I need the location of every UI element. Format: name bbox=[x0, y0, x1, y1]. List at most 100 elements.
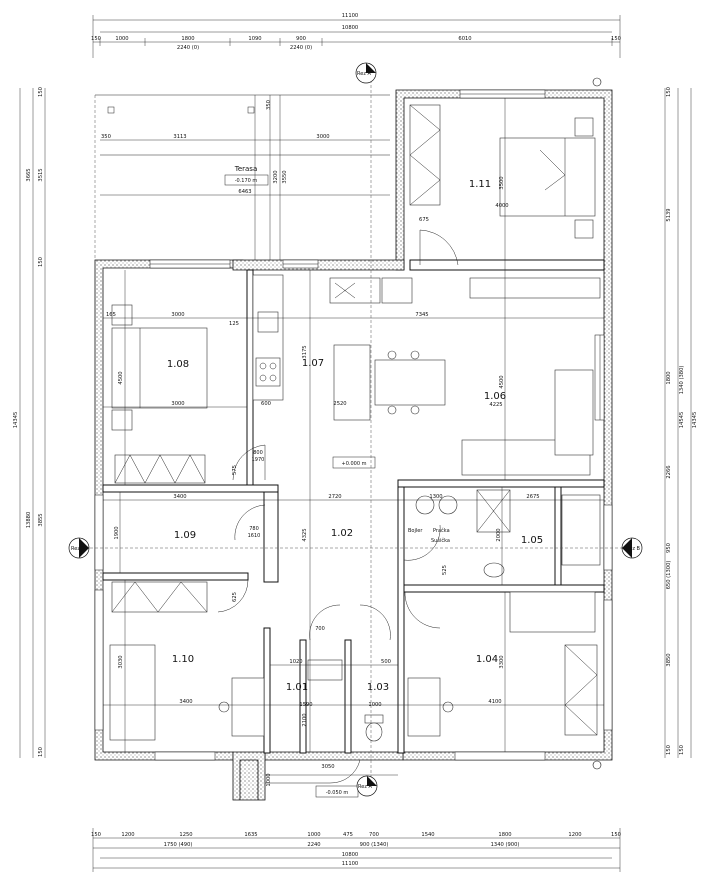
dim-left-total: 14345 bbox=[13, 412, 19, 429]
dim-165: 165 bbox=[106, 312, 116, 318]
windows bbox=[94, 89, 613, 761]
section-b-right-marker: Rez B bbox=[621, 537, 643, 559]
dim-3500: 3500 bbox=[499, 176, 505, 189]
wardrobe-1-11 bbox=[409, 104, 441, 206]
dim-top-inner: 10800 bbox=[342, 25, 359, 31]
desk-1-10 bbox=[231, 677, 265, 737]
dim-top-2240a: 2240 (0) bbox=[177, 45, 199, 51]
terrace: 350 3113 3000 6463 350 3550 3200 Terasa … bbox=[94, 94, 390, 260]
dim-2100: 2100 bbox=[302, 713, 308, 726]
door-mark-800: 800 bbox=[253, 450, 263, 456]
dim-left-3515: 3515 bbox=[38, 168, 44, 181]
dim-bot-1200a: 1200 bbox=[121, 832, 134, 838]
door-marks: 800 1970 780 1610 700 bbox=[248, 450, 325, 632]
dim-bot-1540: 1540 bbox=[421, 832, 434, 838]
dim-4500a: 4500 bbox=[118, 371, 124, 384]
right-dimensions: 14345 14545 150 5139 1800 1340 (380) 226… bbox=[664, 87, 698, 758]
dim-1300: 1300 bbox=[429, 494, 442, 500]
dim-2720: 2720 bbox=[328, 494, 341, 500]
dim-4325: 4325 bbox=[302, 528, 308, 541]
dim-bot-inner: 10800 bbox=[342, 852, 359, 858]
dim-terasa-3550: 3550 bbox=[282, 170, 288, 183]
dim-525: 525 bbox=[442, 565, 448, 575]
dim-left-150b: 150 bbox=[38, 257, 44, 267]
kitchen-counter-top bbox=[329, 277, 381, 304]
room-1-08: 1.08 bbox=[167, 359, 189, 370]
walls bbox=[94, 89, 613, 801]
dim-bot-2240: 2240 bbox=[307, 842, 320, 848]
dim-bot-900: 900 (1340) bbox=[360, 842, 389, 848]
dim-bot-150b: 150 bbox=[611, 832, 621, 838]
dim-1900: 1900 bbox=[114, 526, 120, 539]
boiler-icon bbox=[415, 495, 435, 515]
dim-bot-1750: 1750 (490) bbox=[164, 842, 193, 848]
washbasin-icon bbox=[483, 562, 505, 578]
wall-1-01-hall bbox=[299, 639, 307, 754]
bathtub-icon bbox=[561, 494, 601, 566]
kitchen-island bbox=[333, 344, 371, 421]
dim-625: 625 bbox=[232, 592, 238, 602]
cooktop-icon bbox=[255, 357, 281, 387]
wall-north-mid bbox=[232, 259, 405, 271]
dim-7345: 7345 bbox=[415, 312, 428, 318]
room-1-11: 1.11 bbox=[469, 179, 491, 190]
dim-top-total: 11100 bbox=[342, 13, 359, 19]
dim-bot-1800: 1800 bbox=[498, 832, 511, 838]
dim-4500b: 4500 bbox=[499, 375, 505, 388]
dim-right-150c: 150 bbox=[679, 745, 685, 755]
dim-4000: 4000 bbox=[495, 203, 508, 209]
dim-bot-1250: 1250 bbox=[179, 832, 192, 838]
dim-right-650: 650 (1300) bbox=[666, 561, 672, 590]
level-main: +0.000 m bbox=[342, 461, 367, 467]
dim-top-1800: 1800 bbox=[181, 36, 194, 42]
desk-1-04 bbox=[407, 677, 441, 737]
dim-left-150a: 150 bbox=[38, 87, 44, 97]
door-mark-780: 780 bbox=[249, 526, 259, 532]
section-b-left-label: Rez B bbox=[71, 546, 86, 552]
bottom-dimensions: 150 1200 1250 1635 1000 475 700 1540 180… bbox=[91, 828, 621, 872]
dim-bot-700: 700 bbox=[369, 832, 379, 838]
wall-1-06-1-05 bbox=[397, 479, 605, 488]
dim-bot-475: 475 bbox=[343, 832, 353, 838]
wall-hall-1-05 bbox=[397, 484, 405, 754]
dim-top-1000: 1000 bbox=[115, 36, 128, 42]
dim-2520: 2520 bbox=[333, 401, 346, 407]
dim-3300: 3300 bbox=[499, 655, 505, 668]
room-1-07: 1.07 bbox=[302, 358, 324, 369]
dim-500: 500 bbox=[381, 659, 391, 665]
dim-top-6010: 6010 bbox=[458, 36, 471, 42]
dim-right-inner: 14545 bbox=[679, 412, 685, 429]
dim-4100: 4100 bbox=[488, 699, 501, 705]
dim-1590: 1590 bbox=[299, 702, 312, 708]
bed-1-11 bbox=[499, 137, 596, 217]
bed-1-10 bbox=[109, 644, 156, 741]
dim-4225: 4225 bbox=[489, 402, 502, 408]
label-pracka: Pračka bbox=[433, 527, 450, 534]
sink-icon bbox=[257, 311, 279, 333]
room-1-10: 1.10 bbox=[172, 654, 194, 665]
dim-3400b: 3400 bbox=[179, 699, 192, 705]
dim-right-3850: 3850 bbox=[666, 653, 672, 666]
dim-bot-1635: 1635 bbox=[244, 832, 257, 838]
bed-1-08 bbox=[111, 327, 208, 409]
label-susicka: Sušička bbox=[431, 537, 450, 544]
dim-600: 600 bbox=[261, 401, 271, 407]
dim-top-900: 900 bbox=[296, 36, 306, 42]
dim-terasa-6463: 6463 bbox=[238, 189, 251, 195]
dim-bot-150a: 150 bbox=[91, 832, 101, 838]
dim-2675: 2675 bbox=[526, 494, 539, 500]
wardrobe-1-10 bbox=[111, 581, 208, 613]
dim-bot-1000: 1000 bbox=[307, 832, 320, 838]
level-entry: -0.050 m bbox=[326, 790, 349, 796]
dim-3400a: 3400 bbox=[173, 494, 186, 500]
wall-chimney bbox=[263, 491, 279, 583]
dim-left-outer: 3665 bbox=[26, 168, 32, 181]
wall-1-03-hall bbox=[344, 639, 352, 754]
dim-3030: 3030 bbox=[118, 655, 124, 668]
dim-terasa-350a: 350 bbox=[101, 134, 111, 140]
door-mark-1970: 1970 bbox=[252, 457, 265, 463]
wall-1-10-1-01 bbox=[263, 627, 271, 754]
furniture bbox=[109, 104, 601, 742]
dim-1020: 1020 bbox=[289, 659, 302, 665]
interior-dimension-text: 3000 7345 3000 4500 2520 4500 4225 3175 … bbox=[106, 176, 540, 786]
